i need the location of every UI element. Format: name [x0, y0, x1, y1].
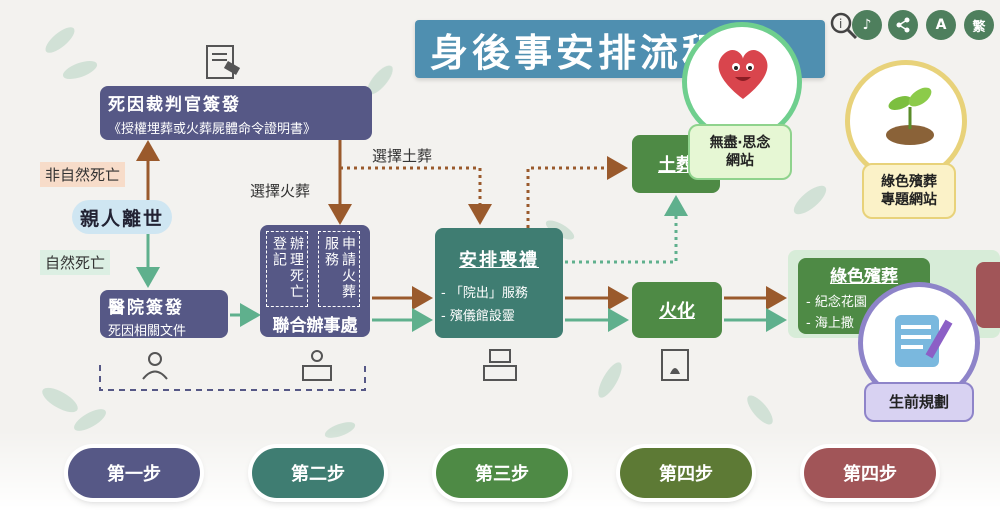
step-2-button[interactable]: 第二步 — [252, 448, 384, 498]
choose-cremation-label: 選擇火葬 — [250, 182, 311, 200]
green-burial-item: - 紀念花園 — [806, 295, 867, 310]
choose-burial-label: 選擇土葬 — [372, 147, 433, 165]
traditional-chinese-button[interactable]: 繁 — [964, 10, 994, 40]
sprout-icon — [880, 83, 940, 151]
bereaved-node[interactable]: 親人離世 — [72, 200, 172, 234]
natural-death-label: 自然死亡 — [40, 250, 111, 275]
cremation-box[interactable]: 火化 — [632, 282, 722, 338]
next-box-edge — [976, 262, 1000, 328]
doctor-icon — [140, 350, 170, 384]
pre-planning-link[interactable]: 生前規劃 — [864, 382, 974, 422]
hospital-title: 醫院簽發 — [108, 298, 184, 318]
death-registration-label: 辦理死亡登記 — [266, 231, 308, 307]
crematorium-icon — [660, 348, 690, 386]
step-4b-button[interactable]: 第四步 — [804, 448, 936, 498]
joint-office-title: 聯合辦事處 — [272, 316, 358, 336]
funeral-item: - 殯儀館設靈 — [441, 309, 515, 324]
cremation-application-label: 申請火葬服務 — [318, 231, 360, 307]
funeral-title: 安排喪禮 — [459, 250, 539, 271]
memorial-bubble[interactable] — [682, 22, 802, 142]
coroner-box[interactable]: 死因裁判官簽發 《授權埋葬或火葬屍體命令證明書》 — [100, 86, 372, 140]
share-icon[interactable] — [888, 10, 918, 40]
green-site-bubble[interactable] — [845, 60, 967, 182]
hospital-box[interactable]: 醫院簽發 死因相關文件 — [100, 290, 228, 339]
green-burial-title: 綠色殯葬 — [830, 267, 898, 287]
joint-office-box[interactable]: 辦理死亡登記 申請火葬服務 聯合辦事處 — [260, 225, 370, 337]
document-pen-icon — [889, 309, 955, 377]
font-size-button[interactable]: A — [926, 10, 956, 40]
green-burial-website-link[interactable]: 綠色殯葬 專題網站 — [862, 163, 956, 219]
funeral-box[interactable]: 安排喪禮 - 「院出」服務 - 殯儀館設靈 — [435, 228, 563, 338]
step-1-button[interactable]: 第一步 — [68, 448, 200, 498]
funeral-item: - 「院出」服務 — [441, 286, 528, 301]
svg-text:i: i — [839, 17, 842, 31]
page-title: 身後事安排流程 — [430, 30, 725, 75]
office-counter-icon — [300, 348, 334, 386]
coroner-subtitle: 《授權埋葬或火葬屍體命令證明書》 — [108, 122, 317, 137]
heart-mascot-icon — [711, 41, 775, 109]
burial-box[interactable]: 土葬 — [632, 135, 720, 193]
step-4-button[interactable]: 第四步 — [620, 448, 752, 498]
funeral-hall-icon — [482, 348, 518, 386]
step-3-button[interactable]: 第三步 — [436, 448, 568, 498]
unnatural-death-label: 非自然死亡 — [40, 162, 126, 187]
mute-icon[interactable]: ♪ — [852, 10, 882, 40]
search-icon[interactable]: i — [828, 10, 858, 40]
coroner-title: 死因裁判官簽發 — [108, 95, 241, 115]
green-burial-item: - 海上撒 — [806, 316, 854, 331]
hospital-subtitle: 死因相關文件 — [108, 324, 187, 339]
document-icon — [205, 44, 245, 82]
memorial-website-link[interactable]: 無盡‧思念 網站 — [688, 124, 792, 180]
